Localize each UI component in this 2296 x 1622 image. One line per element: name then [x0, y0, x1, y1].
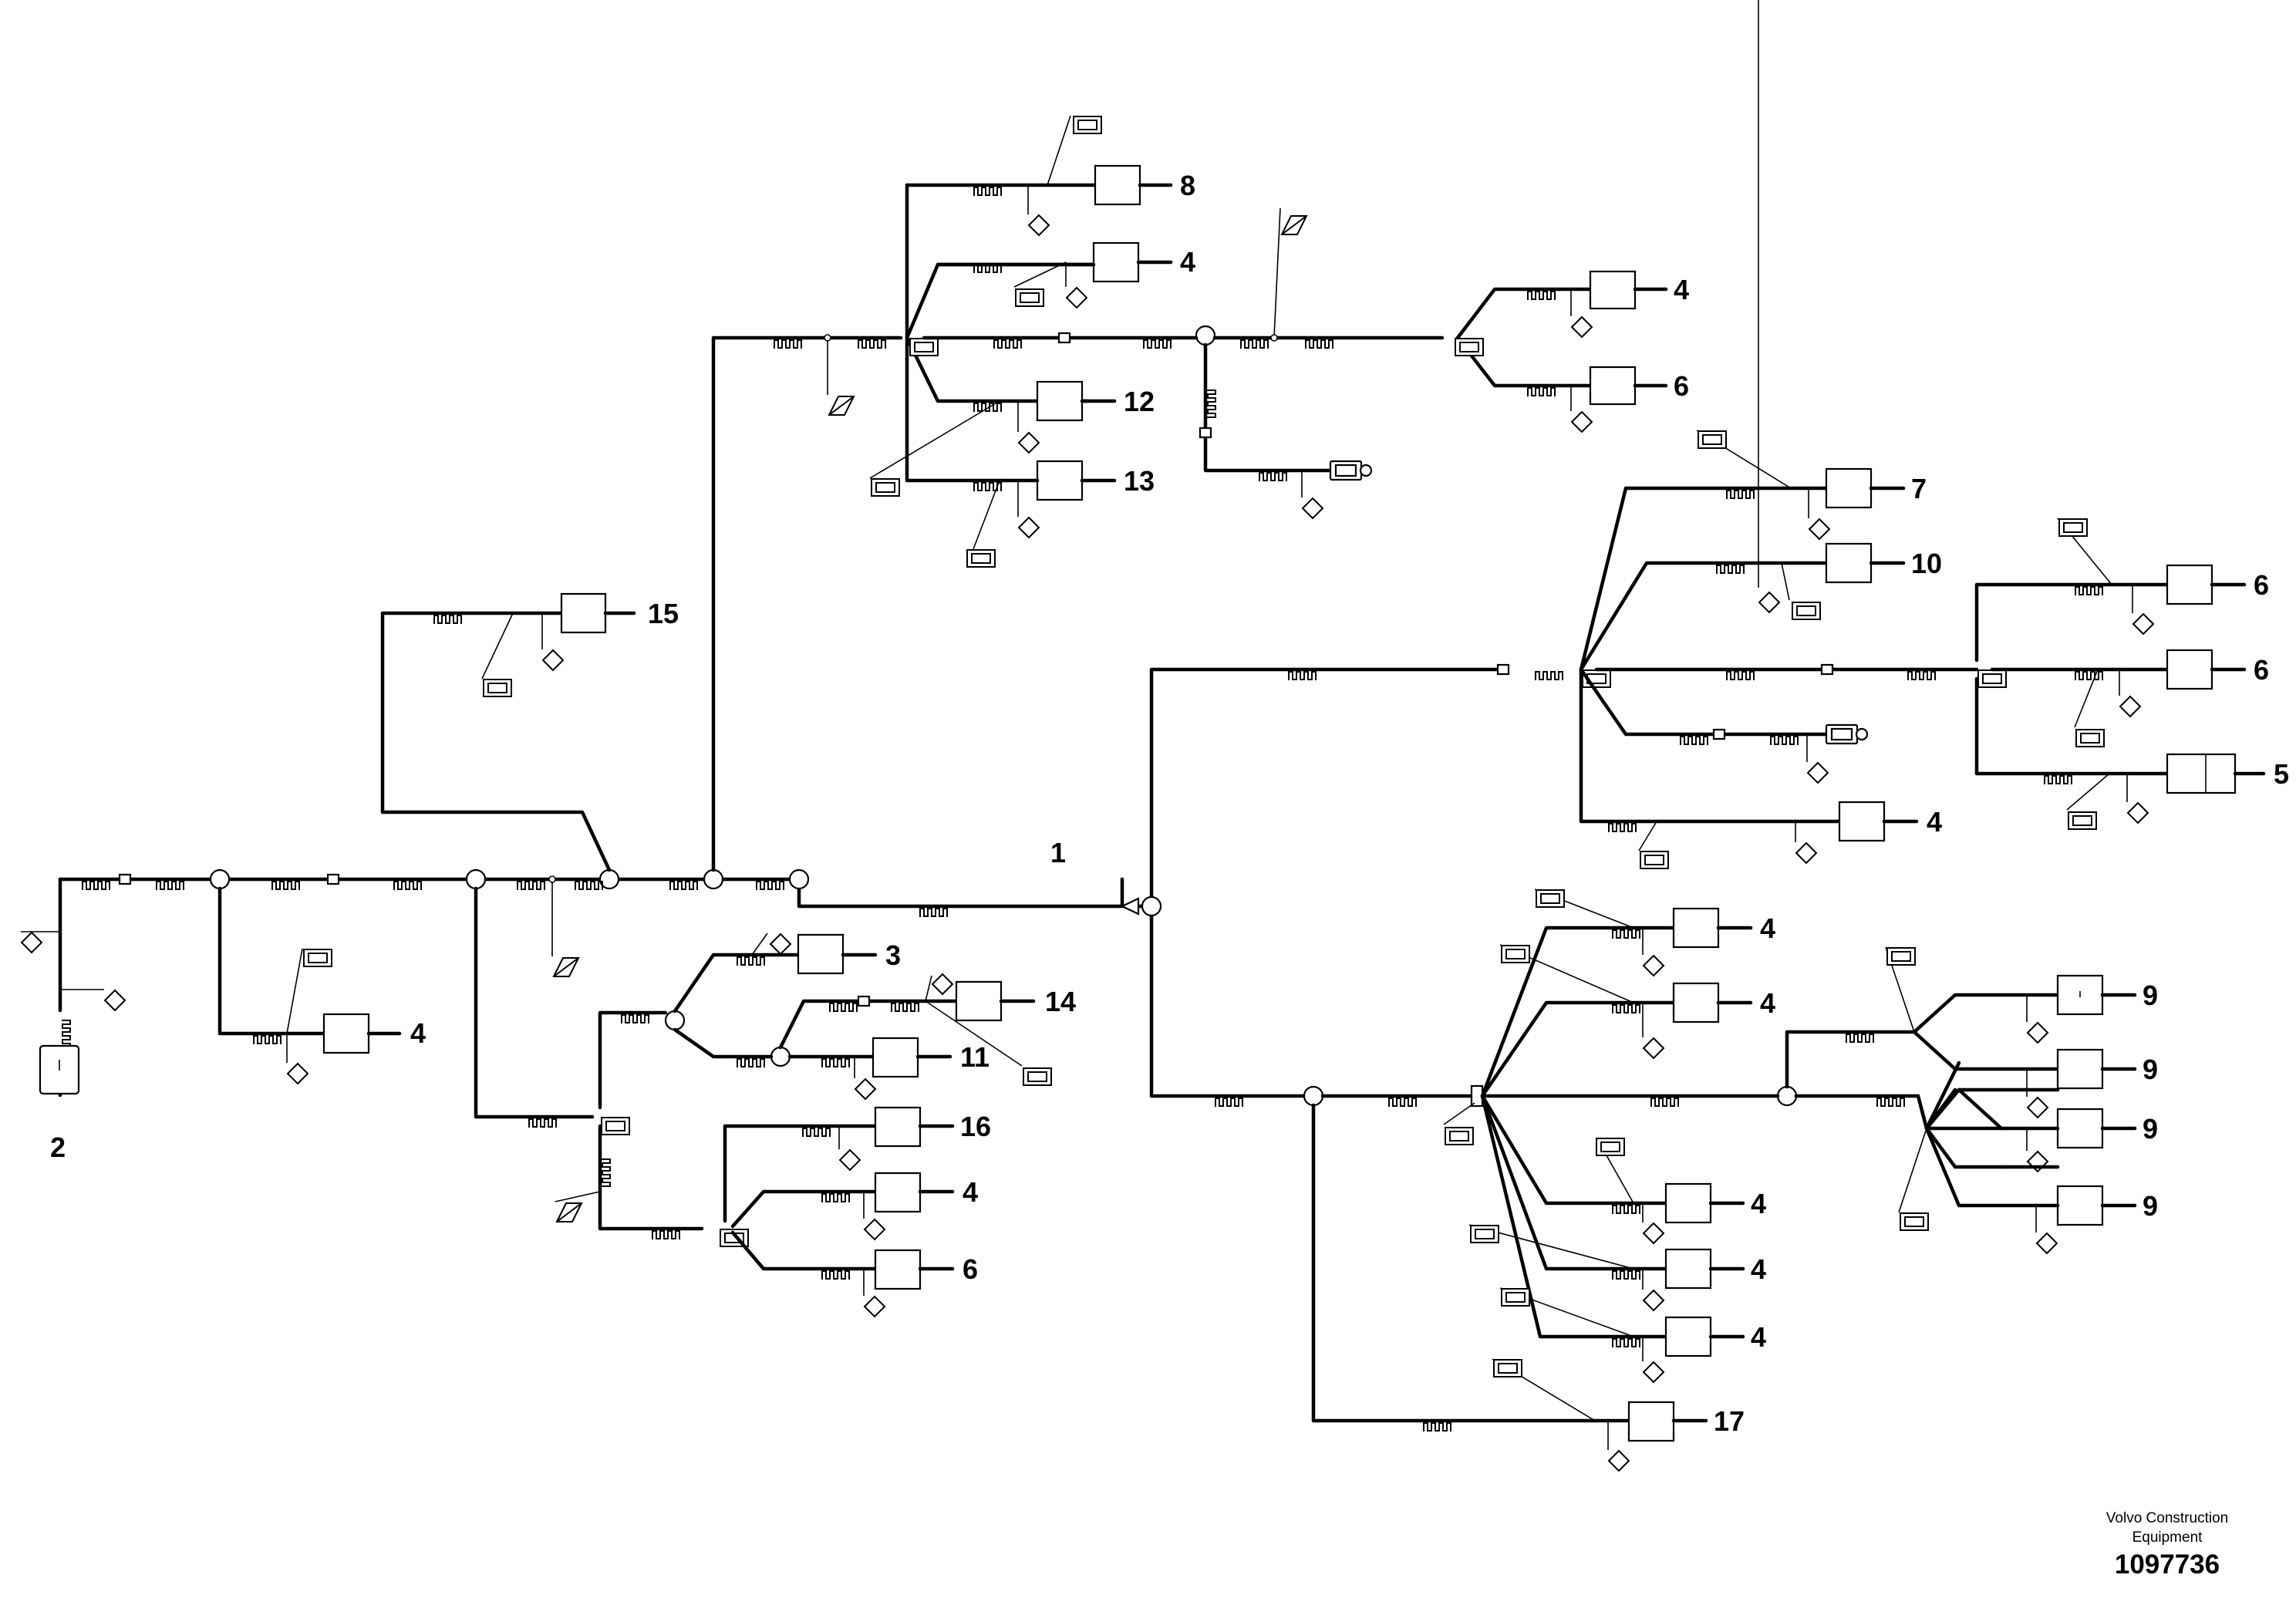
callout-6: 6	[1674, 370, 1689, 402]
callout-4: 4	[410, 1017, 426, 1049]
callout-5: 5	[2274, 758, 2289, 790]
callout-16: 16	[960, 1111, 991, 1142]
callout-12: 12	[1124, 386, 1155, 417]
callout-14: 14	[1045, 986, 1076, 1017]
trunk-junction-nodes	[209, 325, 1798, 1107]
lower-right-cluster	[1215, 889, 2137, 1472]
callout-4: 4	[1751, 1188, 1766, 1219]
callout-9: 9	[2143, 980, 2158, 1011]
branch-4-left	[217, 886, 402, 1084]
callout-4: 4	[1760, 912, 1775, 944]
top-cluster	[711, 115, 1668, 872]
callout-10: 10	[1911, 548, 1942, 579]
callout-labels: 1 2 3 4 4 4 4 4 4 4 4 4 4 5 6 6 6 6 7 8 …	[50, 170, 2289, 1437]
company-name-line1: Volvo Construction	[2106, 1510, 2229, 1526]
callout-9: 9	[2143, 1190, 2158, 1222]
callout-4: 4	[1751, 1253, 1766, 1285]
callout-2: 2	[50, 1131, 66, 1163]
callout-9: 9	[2143, 1054, 2158, 1085]
lower-left-cluster	[474, 886, 1052, 1317]
callout-4: 4	[1760, 987, 1775, 1019]
callout-4: 4	[1751, 1321, 1766, 1353]
branch-15	[380, 592, 636, 872]
callout-6: 6	[2254, 569, 2269, 601]
connector-2	[21, 931, 126, 1095]
drawing-number: 1097736	[2114, 1549, 2220, 1580]
callout-15: 15	[648, 598, 679, 629]
callout-4: 4	[1180, 246, 1195, 278]
main-trunk-right	[1134, 667, 1509, 1098]
callout-6: 6	[963, 1253, 978, 1285]
callout-6: 6	[2254, 654, 2269, 686]
callout-4: 4	[1674, 274, 1689, 305]
callout-13: 13	[1124, 465, 1155, 497]
drawing-credit-block: Volvo Construction Equipment 1097736	[2052, 1509, 2283, 1583]
callout-7: 7	[1911, 473, 1927, 504]
callout-9: 9	[2143, 1113, 2158, 1145]
company-name-line2: Equipment	[2132, 1529, 2203, 1546]
callout-8: 8	[1180, 170, 1195, 201]
callout-11: 11	[960, 1041, 990, 1073]
callout-4: 4	[963, 1176, 978, 1208]
callout-4: 4	[1927, 806, 1942, 838]
callout-17: 17	[1714, 1405, 1745, 1437]
upper-right-cluster	[1288, 0, 2266, 869]
trunk-splices	[82, 873, 948, 977]
callout-3: 3	[885, 939, 901, 971]
callout-1: 1	[1050, 837, 1066, 868]
